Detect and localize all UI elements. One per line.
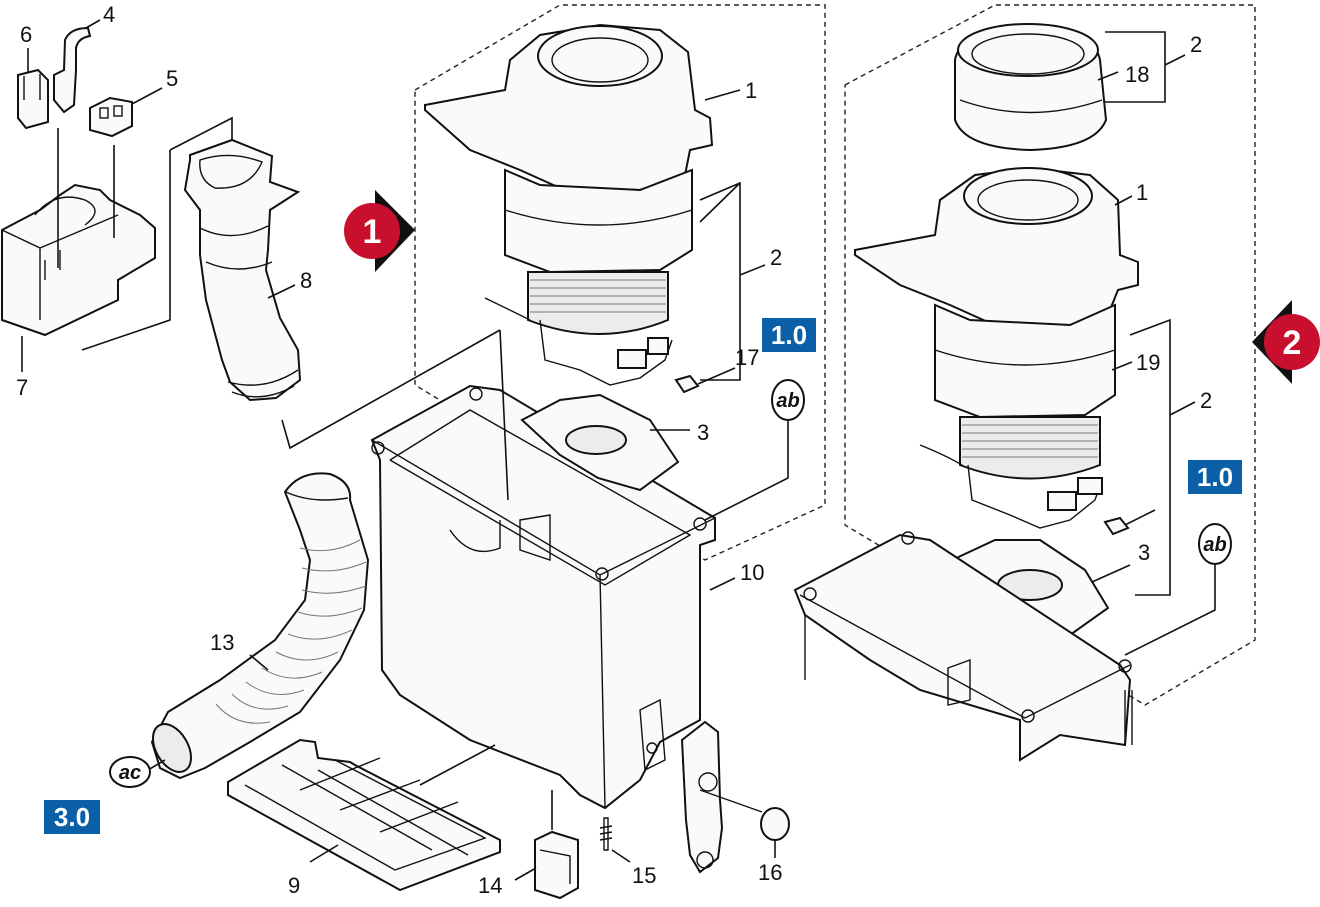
part-15-screw xyxy=(599,817,613,851)
part-number-label: 2 xyxy=(1190,32,1202,57)
red-diamond-marker-icon: 2 xyxy=(1252,300,1320,384)
part-3-gasket-left xyxy=(520,393,680,492)
part-7-housing xyxy=(1,183,156,337)
leader-ac xyxy=(147,759,166,771)
badge-text: 1.0 xyxy=(1197,462,1233,492)
part-number-label: 9 xyxy=(288,873,300,898)
leader-ab-left xyxy=(704,420,789,521)
leader-8 xyxy=(267,284,296,299)
circle-code-text: ab xyxy=(776,390,799,412)
leader-13 xyxy=(249,654,269,671)
badge-text: 3.0 xyxy=(54,802,90,832)
leader-15 xyxy=(611,849,631,863)
marker-label: 2 xyxy=(1283,324,1302,362)
part-number-label: 10 xyxy=(740,560,764,585)
assembly-1-motor xyxy=(424,23,714,394)
code-circle-bottom: ac xyxy=(109,756,151,788)
leader-8b xyxy=(81,116,509,501)
badge-text: 1.0 xyxy=(771,320,807,350)
part-9-filter xyxy=(227,738,501,892)
part-number-label: 17 xyxy=(735,345,759,370)
version-badge-left: 1.0 xyxy=(762,318,816,352)
part-number-label: 1 xyxy=(1136,180,1148,205)
part-number-label: 18 xyxy=(1125,62,1149,87)
part-number-label: 7 xyxy=(16,375,28,400)
code-circle-right: ab xyxy=(1198,523,1232,565)
part-10-tank xyxy=(370,384,716,810)
leader-4 xyxy=(85,19,101,29)
part-4-bracket xyxy=(53,26,92,114)
part-number-label: 1 xyxy=(745,78,757,103)
part-6-clip xyxy=(17,68,49,130)
leader-18 xyxy=(1097,71,1119,81)
part-number-label: 13 xyxy=(210,630,234,655)
assembly-2-motor xyxy=(854,23,1139,536)
part-number-label: 15 xyxy=(632,863,656,888)
version-badge-right: 1.0 xyxy=(1188,460,1242,494)
part-number-label: 8 xyxy=(300,268,312,293)
leader-7-housing xyxy=(57,128,115,268)
leader-19 xyxy=(1111,361,1133,371)
part-tank-right-partial xyxy=(793,531,1133,762)
assembly-outline-2 xyxy=(844,4,1256,706)
marker-label: 1 xyxy=(363,213,382,251)
part-number-label: 2 xyxy=(770,245,782,270)
part-number-label: 2 xyxy=(1200,388,1212,413)
leader-1a xyxy=(704,89,741,101)
leader-10 xyxy=(709,577,736,591)
leader-2a xyxy=(699,181,766,381)
leader-2c xyxy=(1129,318,1196,596)
leader-9 xyxy=(309,844,339,863)
part-number-label: 16 xyxy=(758,860,782,885)
part-8-elbow-hose xyxy=(183,138,302,402)
leader-17 xyxy=(697,367,736,385)
part-number-label: 19 xyxy=(1136,350,1160,375)
leader-9-filter xyxy=(419,744,496,786)
part-number-label: 4 xyxy=(103,2,115,27)
circle-code-text: ac xyxy=(119,762,141,784)
part-16-latch xyxy=(680,720,724,874)
part-number-label: 5 xyxy=(166,66,178,91)
leader-5 xyxy=(131,87,163,105)
leader-14b xyxy=(514,867,537,881)
part-number-label: 14 xyxy=(478,873,502,898)
circle-code-text: ab xyxy=(1203,534,1226,556)
part-5-connector xyxy=(89,96,133,138)
part-number-label: 6 xyxy=(20,22,32,47)
leader-2b xyxy=(1105,31,1186,103)
version-badge-bottom: 3.0 xyxy=(44,800,100,834)
leader-3b xyxy=(1091,564,1131,583)
code-circle-left: ab xyxy=(771,379,805,421)
red-diamond-marker-icon: 1 xyxy=(344,190,415,272)
part-number-label: 3 xyxy=(697,420,709,445)
leader-1b xyxy=(1114,195,1133,206)
leader-ab-right xyxy=(1124,560,1216,656)
leader-17b xyxy=(1124,509,1156,526)
part-13-flex-hose xyxy=(150,472,370,780)
part-14-foot xyxy=(534,830,579,900)
part-number-label: 3 xyxy=(1138,540,1150,565)
